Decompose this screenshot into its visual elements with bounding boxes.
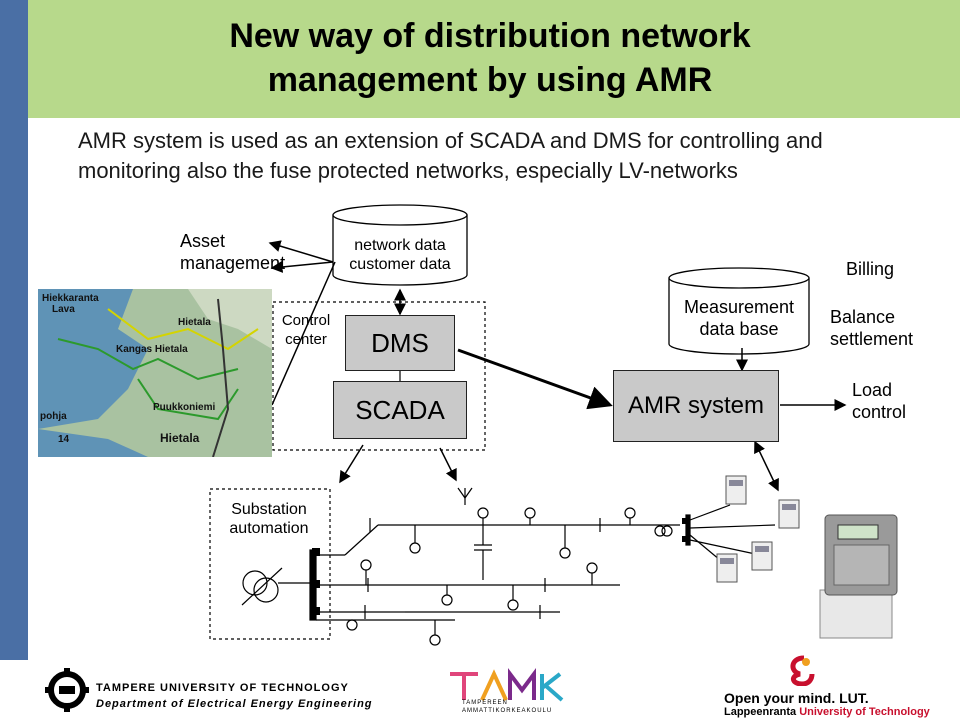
load-control-label: Load control — [852, 380, 907, 422]
lut-slogan: Open your mind. LUT. — [724, 690, 869, 706]
map-label: Hiekkaranta — [42, 293, 99, 304]
substation-box — [209, 488, 331, 640]
tut-name: TAMPERE UNIVERSITY OF TECHNOLOGY — [96, 682, 349, 694]
title-line-2: management by using AMR — [267, 61, 713, 99]
intro-line-1: AMR system is used as an extension of SC… — [78, 128, 823, 153]
map-label: Lava — [52, 304, 75, 315]
left-decorative-band — [0, 0, 28, 660]
tamk-line-2: AMMATTIKORKEAKOULU — [462, 708, 553, 714]
database-cylinder — [332, 204, 468, 286]
substation-automation-label: Substation automation — [229, 501, 309, 537]
slide-title: New way of distribution network manageme… — [120, 14, 860, 102]
dms-box: DMS — [345, 315, 455, 371]
database-label: network data customer data — [349, 237, 451, 273]
network-map-image: Hiekkaranta Lava Hietala Kangas Hietala … — [38, 289, 272, 457]
lut-logo-icon — [790, 655, 815, 686]
antenna-icon — [457, 487, 473, 505]
map-label: Kangas Hietala — [116, 344, 188, 355]
large-energy-meter-icon — [819, 514, 898, 639]
balance-settlement-label: Balance settlement — [830, 307, 914, 349]
asset-management-label: Asset management — [180, 231, 286, 273]
map-label: Hietala — [160, 431, 200, 445]
scada-box: SCADA — [333, 381, 467, 439]
measurement-db-label: Measurement data base — [683, 297, 795, 339]
title-line-1: New way of distribution network — [229, 17, 751, 55]
gear-logo-icon — [45, 668, 89, 712]
map-label: 14 — [58, 434, 70, 445]
tamk-logo-icon — [450, 668, 564, 702]
title-band — [28, 0, 960, 118]
control-center-label: Control center — [281, 312, 331, 348]
tut-department: Department of Electrical Energy Engineer… — [96, 698, 373, 710]
energy-meter-icon — [716, 475, 800, 583]
lut-name: Lappeenranta University of Technology — [724, 706, 930, 718]
bus-markers — [312, 518, 688, 615]
map-label: pohja — [40, 411, 67, 422]
footer: TAMPERE UNIVERSITY OF TECHNOLOGY Departm… — [0, 655, 960, 720]
billing-label: Billing — [845, 259, 895, 279]
map-label: Puukkoniemi — [153, 402, 216, 413]
diagram-arrows — [268, 240, 847, 492]
intro-line-2: monitoring also the fuse protected netwo… — [78, 158, 738, 183]
tamk-line-1: TAMPEREEN — [462, 700, 508, 706]
map-label: Hietala — [178, 317, 211, 328]
measurement-db-cylinder — [668, 267, 810, 355]
amr-system-box: AMR system — [613, 370, 779, 442]
